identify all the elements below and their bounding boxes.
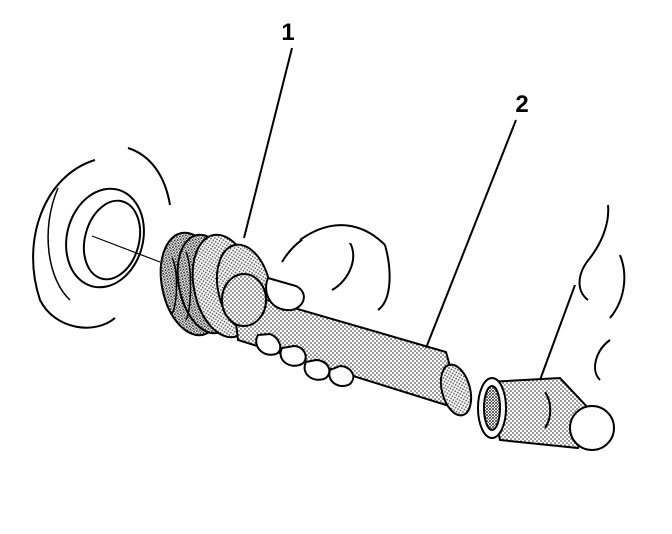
housing-bore bbox=[32, 147, 171, 329]
holding-hand bbox=[255, 224, 391, 388]
hammer-hand bbox=[578, 204, 626, 381]
installer-handle bbox=[221, 273, 473, 417]
hammer bbox=[477, 284, 615, 451]
seal-bore-inner bbox=[82, 199, 142, 281]
hammer-ball bbox=[569, 405, 615, 451]
callout-number-2: 2 bbox=[515, 91, 528, 118]
callout-leaders bbox=[243, 47, 517, 349]
leader-line-1 bbox=[243, 47, 293, 239]
handle-end-face bbox=[439, 363, 473, 417]
callout-number-1: 1 bbox=[281, 19, 294, 46]
seal-bore-outer bbox=[65, 187, 145, 289]
leader-line-2 bbox=[425, 119, 517, 349]
